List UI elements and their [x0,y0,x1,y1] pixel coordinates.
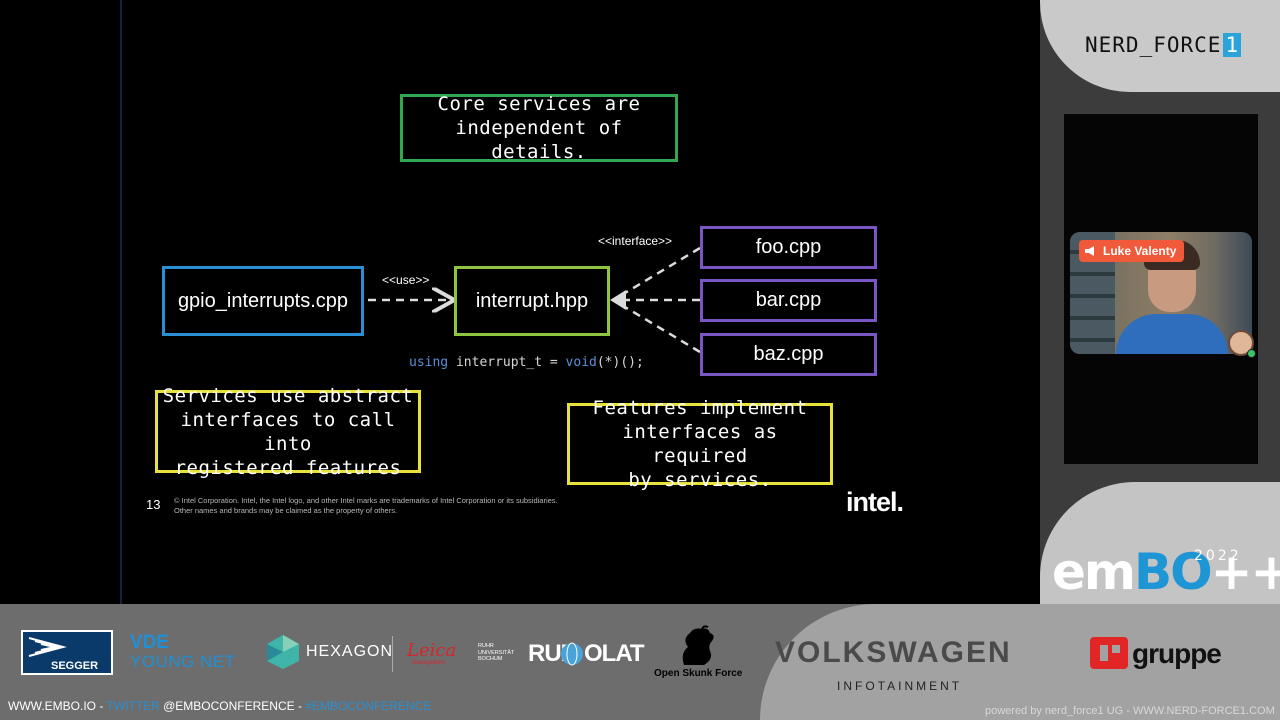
hexagon-icon [267,635,299,669]
baz-file-box: baz.cpp [700,333,877,376]
diagram-arrows [368,246,701,354]
interface-label: <<interface>> [598,234,673,248]
slide-number: 13 [146,497,161,512]
sponsor-divider [392,636,393,672]
vde-young-net-label: YOUNG NET [130,652,236,671]
vde-logo: VDE [130,632,170,653]
volkswagen-logo: VOLKSWAGEN [775,636,1012,669]
use-label: <<use>> [382,273,430,287]
embo-logo: emBO++ [1052,543,1280,601]
interrupt-file-box: interrupt.hpp [454,266,610,336]
gpio-file-box: gpio_interrupts.cpp [162,266,364,336]
leica-sub: Geosystems [412,660,446,666]
leica-logo: Leica [407,640,457,661]
vw-banner [760,604,1280,720]
speaker-name-tag: Luke Valenty [1079,240,1185,262]
volkswagen-sub: INFOTAINMENT [837,679,963,693]
slide-border [120,0,122,604]
embo-year: 2022 [1194,548,1242,564]
code-snippet: using interrupt_t = void(*)(); [409,355,644,370]
embo-badge [1040,482,1280,604]
oclat-globe-icon [561,642,583,666]
online-status-dot [1247,349,1256,358]
speaker-icon [1085,246,1094,256]
bar-file-label: bar.cpp [755,289,822,311]
oclat-logo: OLAT [584,640,645,667]
interface-arrowhead [610,290,626,310]
segger-logo: SEGGER [21,630,113,675]
foo-file-box: foo.cpp [700,226,877,269]
baz-arrow [619,302,701,354]
bar-file-box: bar.cpp [700,279,877,322]
powered-by: powered by nerd_force1 UG - WWW.NERD-FOR… [985,705,1275,717]
gruppe-mark-icon [1090,637,1128,669]
gpio-file-label: gpio_interrupts.cpp [177,289,349,312]
foo-arrow [619,246,701,298]
hexagon-logo: HEXAGON [306,643,394,660]
footer-ticker: WWW.EMBO.IO - TWITTER @EMBOCONFERENCE - … [8,699,432,713]
speaker-body [1116,314,1228,354]
legal-notice: © Intel Corporation. Intel, the Intel lo… [174,496,558,515]
baz-file-label: baz.cpp [753,343,824,365]
interrupt-file-label: interrupt.hpp [475,289,589,312]
intel-logo: intel [846,487,903,518]
rooster-icon [682,625,714,665]
open-skunk-force-label: Open Skunk Force [654,668,743,679]
gruppe-logo: gruppe [1132,638,1222,669]
foo-file-label: foo.cpp [755,236,822,258]
segger-mark-icon [28,637,67,657]
